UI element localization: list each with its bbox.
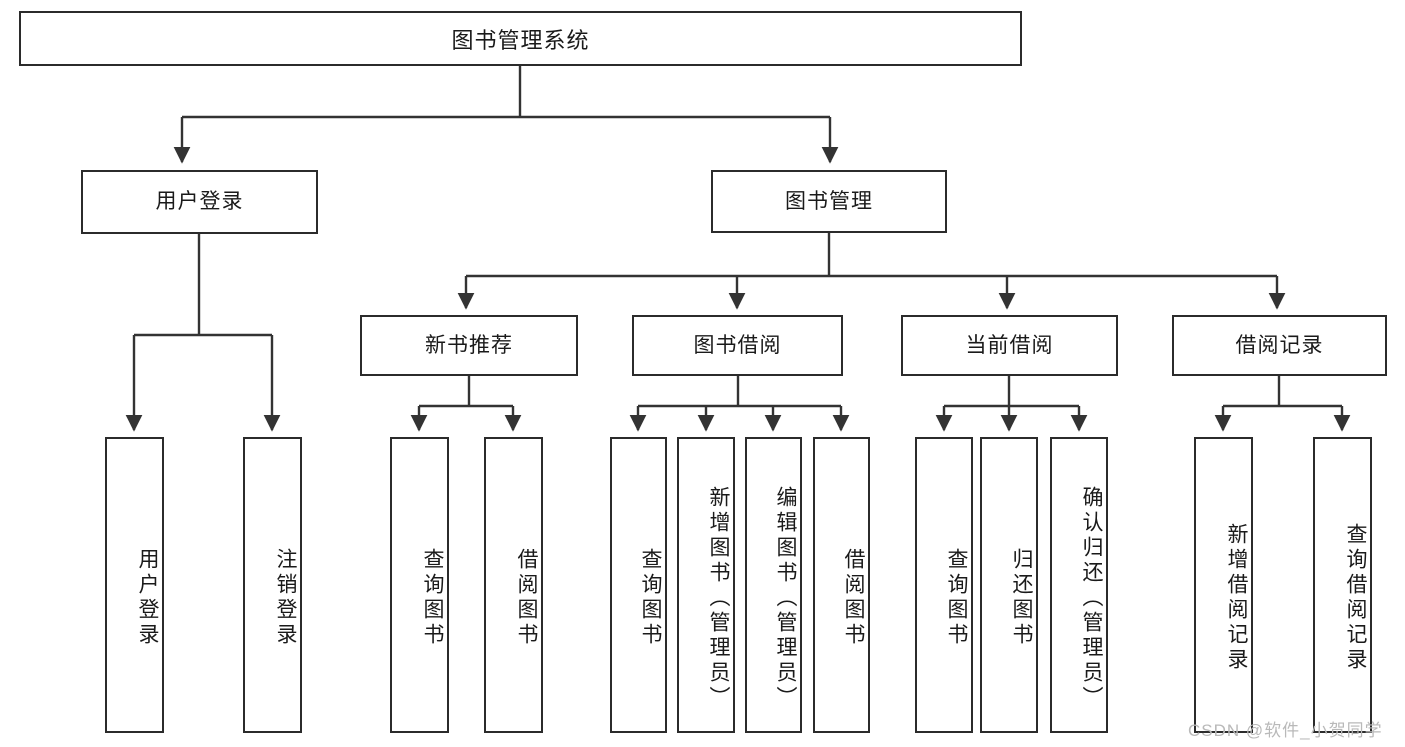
node-current-borrow-label: 当前借阅 bbox=[965, 333, 1054, 357]
node-leaf-borrow-book-2[interactable]: 借阅图书 bbox=[813, 437, 870, 733]
node-new-book-recommend[interactable]: 新书推荐 bbox=[360, 315, 578, 376]
node-leaf-edit-book-label: 编辑图书（管理员） bbox=[774, 485, 797, 711]
node-root-label: 图书管理系统 bbox=[451, 27, 590, 53]
node-leaf-query-record-label: 查询借阅记录 bbox=[1344, 523, 1367, 673]
node-book-management[interactable]: 图书管理 bbox=[711, 170, 947, 233]
node-leaf-return-book[interactable]: 归还图书 bbox=[980, 437, 1038, 733]
node-new-book-recommend-label: 新书推荐 bbox=[425, 333, 513, 357]
node-leaf-add-record[interactable]: 新增借阅记录 bbox=[1194, 437, 1253, 733]
node-leaf-query-book-3[interactable]: 查询图书 bbox=[915, 437, 973, 733]
node-leaf-borrow-book-1-label: 借阅图书 bbox=[515, 548, 538, 648]
node-book-borrow[interactable]: 图书借阅 bbox=[632, 315, 843, 376]
node-leaf-query-book-2-label: 查询图书 bbox=[639, 548, 662, 648]
node-leaf-confirm-return-label: 确认归还（管理员） bbox=[1080, 485, 1103, 711]
node-leaf-logout-login-label: 注销登录 bbox=[274, 548, 297, 648]
node-leaf-user-login-label: 用户登录 bbox=[136, 548, 159, 648]
node-leaf-return-book-label: 归还图书 bbox=[1010, 548, 1033, 648]
node-leaf-edit-book[interactable]: 编辑图书（管理员） bbox=[745, 437, 802, 733]
node-leaf-add-book-label: 新增图书（管理员） bbox=[707, 485, 730, 711]
node-borrow-record-label: 借阅记录 bbox=[1235, 333, 1324, 357]
node-leaf-query-book-2[interactable]: 查询图书 bbox=[610, 437, 667, 733]
node-user-login[interactable]: 用户登录 bbox=[81, 170, 318, 234]
node-book-management-label: 图书管理 bbox=[785, 189, 873, 213]
node-leaf-query-book-3-label: 查询图书 bbox=[945, 548, 968, 648]
node-user-login-label: 用户登录 bbox=[155, 190, 244, 214]
node-leaf-borrow-book-2-label: 借阅图书 bbox=[842, 548, 865, 648]
node-leaf-user-login[interactable]: 用户登录 bbox=[105, 437, 164, 733]
node-leaf-query-record[interactable]: 查询借阅记录 bbox=[1313, 437, 1372, 733]
node-current-borrow[interactable]: 当前借阅 bbox=[901, 315, 1118, 376]
node-borrow-record[interactable]: 借阅记录 bbox=[1172, 315, 1387, 376]
node-book-borrow-label: 图书借阅 bbox=[693, 333, 782, 357]
node-root-system[interactable]: 图书管理系统 bbox=[19, 11, 1022, 66]
node-leaf-add-record-label: 新增借阅记录 bbox=[1225, 523, 1248, 673]
node-leaf-query-book-1[interactable]: 查询图书 bbox=[390, 437, 449, 733]
node-leaf-borrow-book-1[interactable]: 借阅图书 bbox=[484, 437, 543, 733]
node-leaf-query-book-1-label: 查询图书 bbox=[421, 548, 444, 648]
node-leaf-add-book[interactable]: 新增图书（管理员） bbox=[677, 437, 735, 733]
node-leaf-logout-login[interactable]: 注销登录 bbox=[243, 437, 302, 733]
node-leaf-confirm-return[interactable]: 确认归还（管理员） bbox=[1050, 437, 1108, 733]
